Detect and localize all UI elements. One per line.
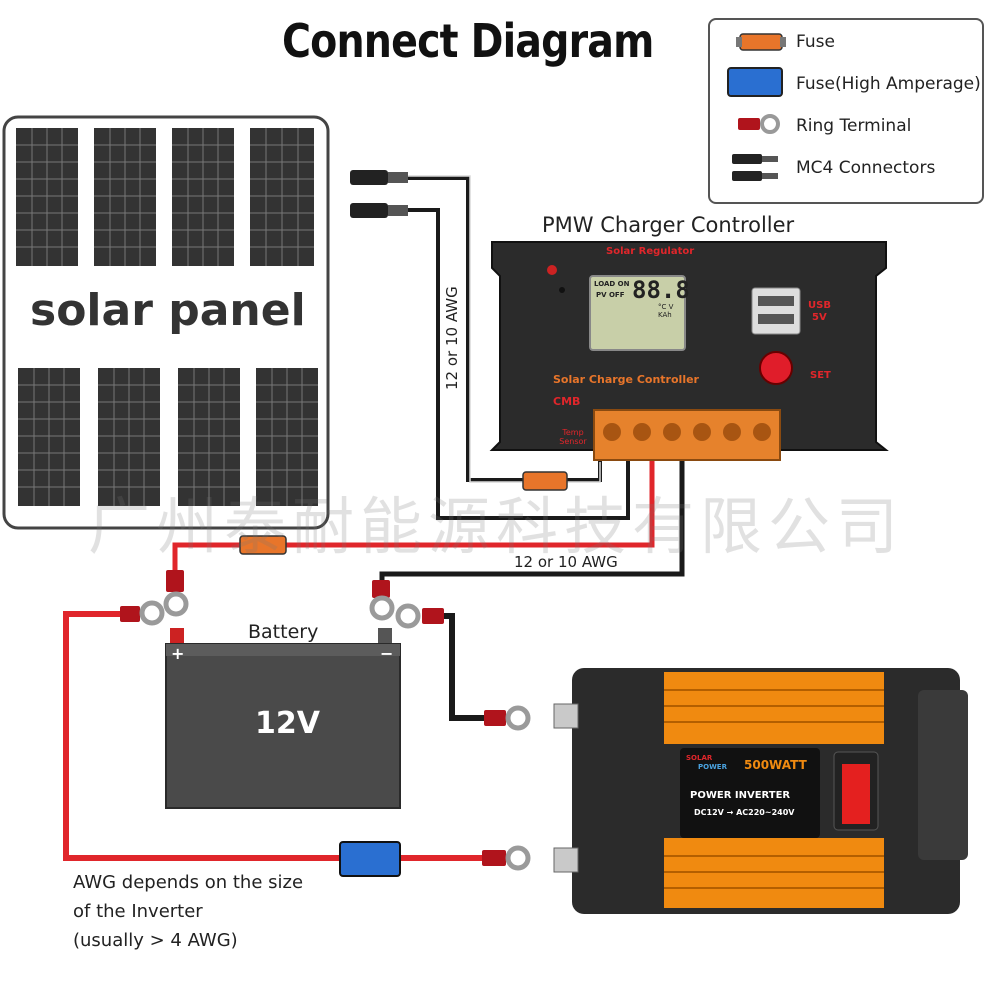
- inverter-fins: [664, 689, 884, 889]
- legend: Fuse Fuse(High Amperage) Ring Terminal M…: [708, 18, 984, 204]
- usb-ports: [751, 287, 801, 335]
- set-button: [759, 351, 793, 385]
- diagram-title: Connect Diagram: [282, 14, 654, 68]
- watermark: 广州泰耐能源科技有限公司: [88, 490, 905, 563]
- battery-label: Battery: [248, 621, 319, 643]
- inverter-negative-terminal: [553, 703, 579, 729]
- battery-positive-wire: [172, 460, 655, 585]
- lcd-pv-off: PV OFF: [596, 291, 625, 299]
- battery-plus: +: [171, 644, 185, 663]
- usb-voltage-label: 5V: [812, 312, 827, 323]
- awg-horizontal-label: 12 or 10 AWG: [514, 553, 618, 571]
- legend-fuse-high-label: Fuse(High Amperage): [796, 74, 981, 94]
- controller-brand-bottom: Solar Charge Controller: [553, 373, 699, 386]
- inverter-wattage: 500WATT: [744, 758, 807, 772]
- inverter-positive-terminal: [553, 847, 579, 873]
- inverter-high-amperage-fuse: [339, 841, 401, 877]
- legend-ring-terminal-label: Ring Terminal: [796, 116, 912, 136]
- battery-minus: −: [380, 644, 394, 663]
- note-line-2: of the Inverter: [73, 901, 203, 922]
- inverter-brand-1: SOLAR: [686, 754, 713, 762]
- usb-label: USB: [808, 300, 831, 311]
- note-line-1: AWG depends on the size: [73, 872, 304, 893]
- inverter-label-panel: [680, 748, 820, 838]
- charge-controller: [489, 241, 889, 461]
- set-label: SET: [810, 370, 831, 381]
- inverter-brand-2: POWER: [698, 763, 727, 771]
- temp-sensor-label: Temp Sensor: [559, 428, 587, 446]
- note-line-3: (usually > 4 AWG): [73, 930, 238, 951]
- inverter-negative-wire: [440, 613, 490, 721]
- lcd-screen: [589, 275, 686, 351]
- solar-panel-label: solar panel: [30, 285, 306, 336]
- mc4-connectors: [350, 170, 408, 218]
- terminal-block: [593, 409, 781, 461]
- power-inverter: [553, 668, 968, 914]
- pv-wire-1-highlight: [408, 175, 601, 483]
- legend-mc4-label: MC4 Connectors: [796, 158, 936, 178]
- lcd-load-on: LOAD ON: [594, 280, 630, 288]
- lcd-units: °C V KAh: [658, 303, 674, 319]
- solar-panel: [2, 115, 330, 530]
- inverter-name: POWER INVERTER: [690, 790, 791, 801]
- awg-vertical-label: 12 or 10 AWG: [443, 286, 461, 390]
- battery: [165, 628, 401, 809]
- pv-fuse: [522, 471, 568, 491]
- fuse-high-icon: [727, 67, 783, 97]
- pv-wire-2: [405, 208, 630, 520]
- thermometer-icon: [547, 265, 557, 275]
- lcd-digits: 88.8: [632, 276, 690, 304]
- fuse-icon: [736, 33, 786, 51]
- legend-fuse-label: Fuse: [796, 32, 835, 52]
- battery-voltage: 12V: [255, 706, 320, 741]
- ac-outlet: [918, 690, 968, 860]
- pv-wires: [405, 175, 630, 520]
- solar-cell-grid: [16, 128, 318, 506]
- inverter-positive-wire: [63, 611, 490, 861]
- legend-icons: [727, 33, 786, 181]
- controller-model: CMB: [553, 395, 581, 408]
- inverter-spec: DC12V → AC220~240V: [694, 808, 795, 817]
- ring-terminals: [120, 570, 531, 871]
- controller-brand-top: Solar Regulator: [606, 246, 695, 257]
- battery-fuse: [239, 535, 287, 555]
- ring-terminal-icon: [738, 114, 780, 134]
- mc4-connector-icon: [732, 154, 778, 181]
- controller-title: PMW Charger Controller: [542, 213, 795, 237]
